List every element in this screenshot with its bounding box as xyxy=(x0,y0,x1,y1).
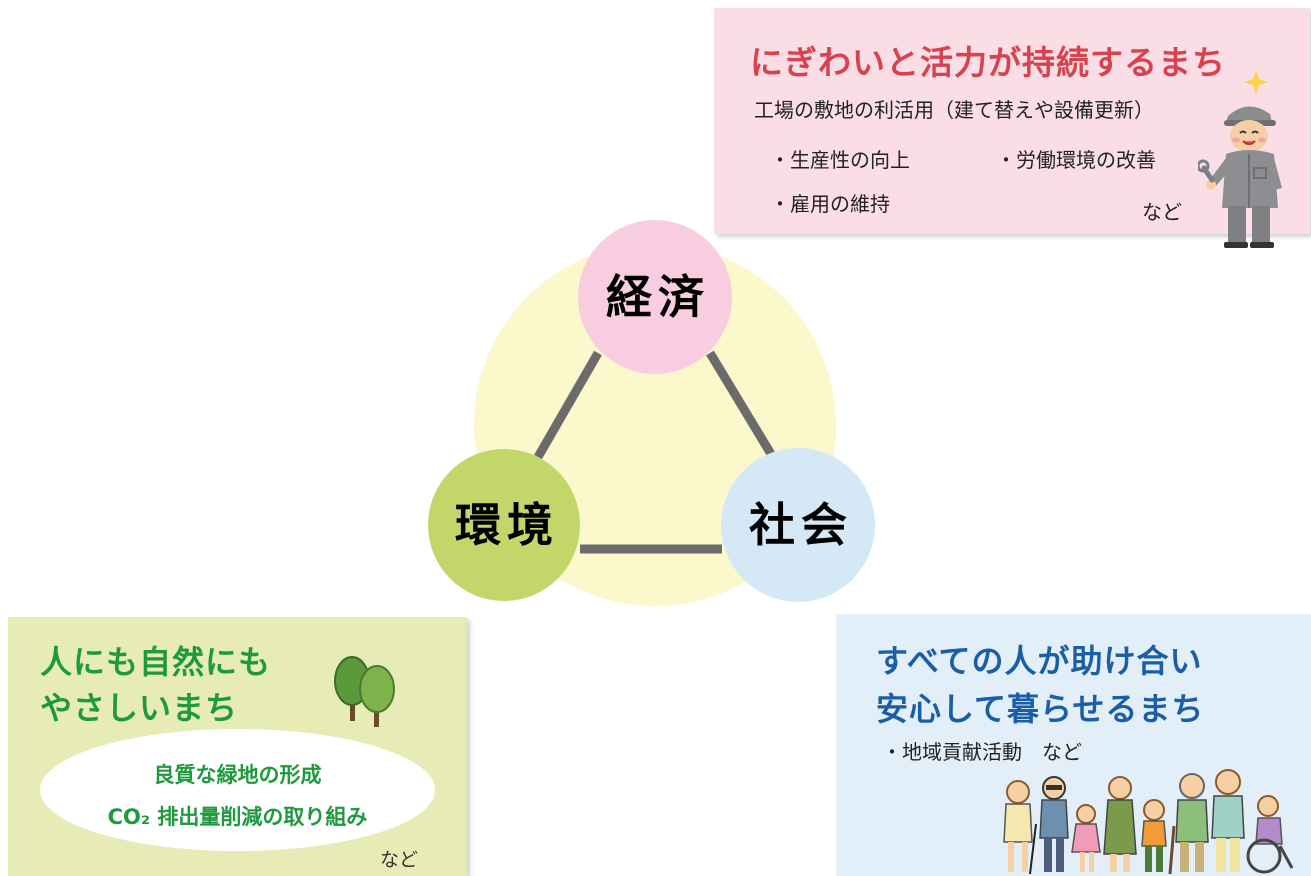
factory-worker-icon xyxy=(1198,70,1282,248)
connector-economy-society xyxy=(706,350,778,462)
society-card-title-line1: すべての人が助け合い xyxy=(876,642,1203,680)
environment-card-title-line1: 人にも自然にも xyxy=(40,643,272,681)
economy-card-subtitle: 工場の敷地の利活用（建て替えや設備更新） xyxy=(754,98,1154,122)
economy-card-title: にぎわいと活力が持続するまち xyxy=(750,43,1226,82)
environment-items-ellipse: 良質な緑地の形成 CO₂ 排出量削減の取り組み xyxy=(40,729,435,851)
node-society-label: 社会 xyxy=(749,498,853,552)
environment-card: 人にも自然にも やさしいまち 良質な緑地の形成 CO₂ 排出量削減の取り組み な… xyxy=(8,617,467,876)
sustainability-triangle-diagram: 経済 環境 社会 xyxy=(428,220,875,606)
node-environment: 環境 xyxy=(428,449,580,601)
node-environment-label: 環境 xyxy=(455,498,559,552)
environment-item-green-space: 良質な緑地の形成 xyxy=(153,763,322,787)
economy-item-employment: ・雇用の維持 xyxy=(770,192,890,216)
environment-item-co2-reduction: CO₂ 排出量削減の取り組み xyxy=(107,805,368,829)
node-environment-circle xyxy=(428,449,580,601)
society-item-community-activity: ・地域貢献活動 など xyxy=(882,740,1082,764)
node-society-circle xyxy=(721,448,875,602)
economy-item-productivity: ・生産性の向上 xyxy=(770,148,910,172)
economy-etc: など xyxy=(1142,200,1182,224)
community-people-icon xyxy=(1003,769,1294,875)
economy-item-work-environment: ・労働環境の改善 xyxy=(996,148,1156,172)
environment-etc: など xyxy=(380,849,419,871)
society-card-title-line2: 安心して暮らせるまち xyxy=(876,690,1205,728)
node-society: 社会 xyxy=(721,448,875,602)
node-economy: 経済 xyxy=(578,220,732,374)
trees-icon xyxy=(334,656,395,727)
society-card: すべての人が助け合い 安心して暮らせるまち ・地域貢献活動 など xyxy=(836,614,1311,876)
economy-card: にぎわいと活力が持続するまち 工場の敷地の利活用（建て替えや設備更新） ・生産性… xyxy=(714,8,1310,248)
node-economy-label: 経済 xyxy=(606,270,710,324)
node-economy-circle xyxy=(578,220,732,374)
diagram-connectors xyxy=(534,350,778,554)
connector-economy-environment xyxy=(534,350,602,460)
environment-card-title-line2: やさしいまち xyxy=(40,689,239,727)
